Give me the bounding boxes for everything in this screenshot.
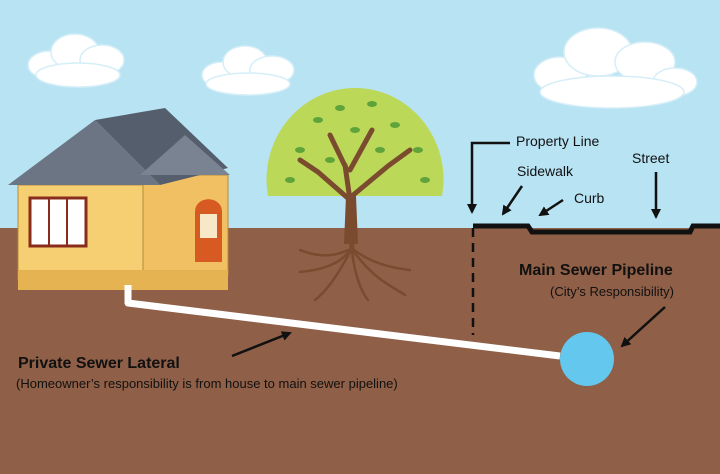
cloud-icon [533,27,698,109]
sidewalk-label: Sidewalk [517,163,574,179]
street-surface [473,223,720,235]
house-icon [8,108,230,290]
curb-label: Curb [574,190,605,206]
main-sewer-pipe [560,332,614,386]
lateral-title: Private Sewer Lateral [18,355,180,372]
property-line-label: Property Line [516,133,600,149]
cloud-icon [27,33,125,88]
sidewalk-arrow [501,185,524,216]
street-label: Street [632,150,670,166]
cloud-icon [201,45,295,96]
lateral-arrow [231,331,292,358]
curb-arrow [538,198,564,217]
main-pipeline-arrow [620,306,666,348]
tree-icon [266,88,444,302]
sewer-lateral-pipe [124,285,561,360]
property-line-arrow [467,141,510,214]
main-pipeline-note: (City’s Responsibility) [550,284,675,299]
main-pipeline-title: Main Sewer Pipeline [519,262,673,279]
lateral-note: (Homeowner’s responsibility is from hous… [16,376,398,391]
